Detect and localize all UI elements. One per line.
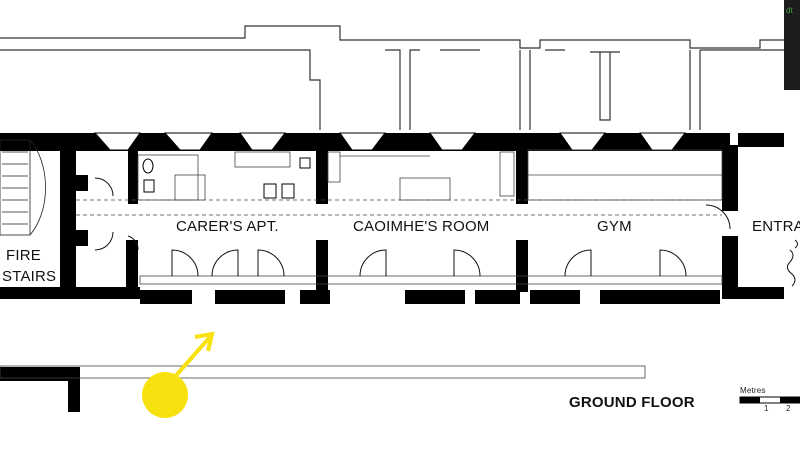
fixtures — [142, 157, 311, 199]
sun-arrow-shaft — [170, 335, 212, 382]
scale-tick-1: 1 — [764, 404, 769, 413]
room-label-caoimhe: CAOIMHE'S ROOM — [353, 218, 490, 235]
sun-symbol — [142, 331, 215, 418]
scale-bar — [739, 396, 800, 404]
door-swings — [94, 177, 731, 277]
scale-tick-2: 2 — [786, 404, 791, 413]
room-label-carers: CARER'S APT. — [176, 218, 279, 235]
interior-lines — [0, 149, 723, 379]
brand-strip — [784, 0, 800, 90]
room-label-gym: GYM — [597, 218, 632, 235]
entrance-hedges — [786, 239, 798, 287]
room-label-fire-1: FIRE — [6, 247, 41, 264]
brand-text: dt — [786, 6, 793, 15]
sun-arrow-head — [194, 331, 215, 352]
upper-outline — [0, 25, 784, 130]
sun-circle — [142, 372, 188, 418]
drawing-title: GROUND FLOOR — [569, 394, 695, 411]
room-label-entrance: ENTRA — [752, 218, 800, 235]
fire-stairs — [0, 139, 46, 236]
north-windows — [93, 132, 687, 151]
scale-label: Metres — [740, 386, 766, 395]
room-label-fire-2: STAIRS — [2, 268, 57, 285]
